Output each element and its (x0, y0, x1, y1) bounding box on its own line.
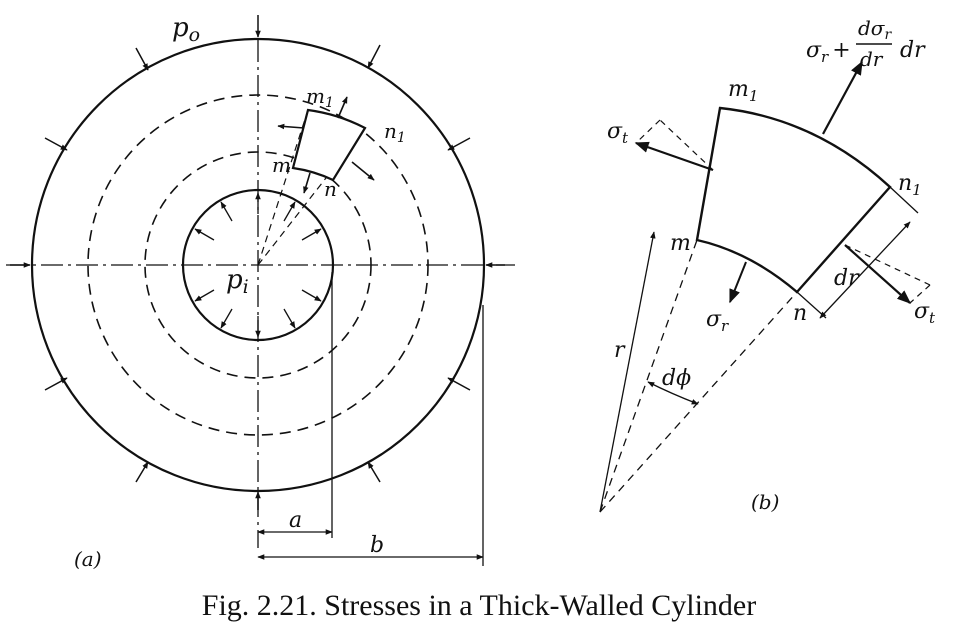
element-a-stress-arrows (277, 96, 375, 194)
radius-r-label: r (614, 338, 626, 363)
tangential-left-components (635, 119, 714, 171)
panel-a: po pi m1 n1 m n a b (a) (6, 13, 515, 571)
inner-pressure-label: pi (226, 265, 249, 298)
radial-stress-frac-num: dσr (858, 16, 892, 43)
radial-stress-inner-label: σr (706, 307, 729, 335)
outer-pressure-label: po (172, 13, 200, 46)
radial-stress-outer-arrow (822, 60, 863, 135)
element-b-m-label: m (670, 231, 691, 256)
dimension-b-label: b (370, 533, 384, 558)
radius-r-line (599, 231, 656, 513)
element-a (291, 108, 367, 182)
dimension-lines (257, 272, 484, 566)
panel-a-label: (a) (74, 547, 102, 571)
figure-caption: Fig. 2.21. Stresses in a Thick-Walled Cy… (202, 589, 756, 622)
tangential-stress-left-arrow (634, 141, 714, 172)
radial-stress-frac-den: dr (860, 47, 884, 71)
dimension-dr-label: dr (834, 266, 860, 291)
outer-circle (30, 37, 486, 493)
radial-stress-inner-arrow (729, 261, 747, 304)
panel-b: σr+ dσr dr dr σt σt σr m1 n1 m n dr r dϕ… (599, 16, 936, 514)
tangential-left-label: σt (607, 119, 629, 147)
element-a-m1-label: m1 (306, 84, 334, 111)
radial-stress-outer-suffix: dr (900, 38, 926, 63)
element-b (695, 106, 892, 294)
element-b-n1-label: n1 (898, 171, 922, 199)
tangential-right-label: σt (914, 299, 936, 327)
inner-pressure-arrows (194, 192, 322, 338)
element-a-n-label: n (324, 177, 337, 201)
outer-pressure-arrows (10, 15, 505, 510)
element-a-n1-label: n1 (384, 119, 406, 146)
radial-stress-outer-label: σr+ (806, 38, 851, 66)
angle-dphi-label: dϕ (662, 366, 691, 391)
element-b-n-label: n (793, 301, 807, 326)
dimension-a-label: a (289, 508, 302, 533)
dimension-dr (796, 186, 919, 319)
element-a-m-label: m (272, 153, 291, 177)
panel-b-label: (b) (751, 490, 779, 514)
element-b-m1-label: m1 (728, 77, 758, 105)
angle-dphi-arc (647, 381, 699, 405)
